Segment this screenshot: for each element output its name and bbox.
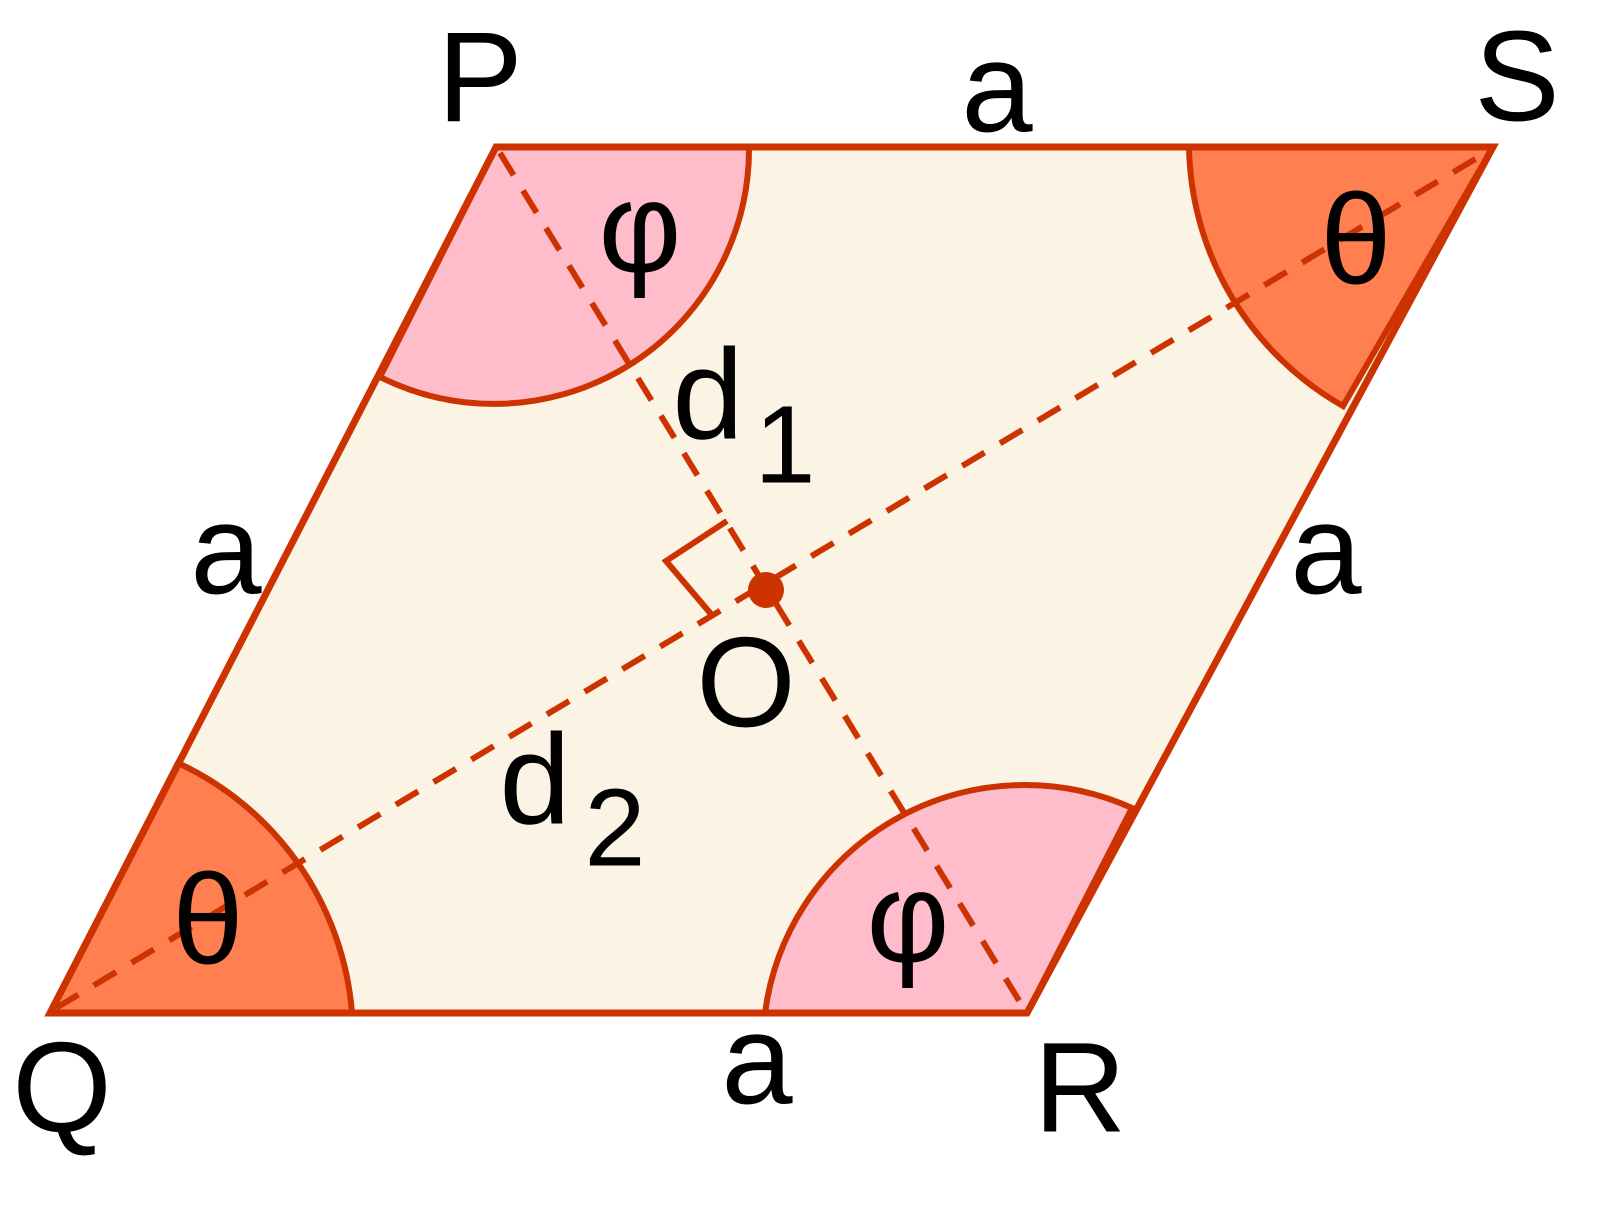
angle-phi-r (761, 782, 1137, 1016)
side-top-label: a (961, 17, 1033, 160)
d2-label: d (499, 709, 570, 852)
angle-phi-p-label: φ (599, 157, 682, 300)
right-angle-marker (661, 518, 729, 616)
center-point (748, 572, 784, 608)
d1-subscript: 1 (754, 384, 815, 507)
side-bottom-label: a (721, 989, 793, 1132)
vertex-s-label: S (1474, 6, 1559, 149)
d2-subscript: 2 (584, 767, 645, 890)
vertex-q-label: Q (12, 1017, 112, 1160)
rhombus-outline (44, 143, 1499, 1017)
side-right-label: a (1290, 479, 1362, 622)
angle-theta-s (1185, 144, 1499, 411)
angle-phi-p (375, 144, 753, 407)
diagonal-d2 (54, 149, 1489, 1011)
angle-theta-s-label: θ (1320, 169, 1391, 312)
vertex-r-label: R (1034, 1017, 1126, 1160)
angle-phi-r-label: φ (867, 847, 950, 990)
d1-label: d (672, 324, 743, 467)
vertex-p-label: P (437, 7, 522, 150)
side-left-label: a (190, 479, 262, 622)
angle-theta-q-label: θ (172, 849, 243, 992)
center-label: O (696, 612, 796, 755)
